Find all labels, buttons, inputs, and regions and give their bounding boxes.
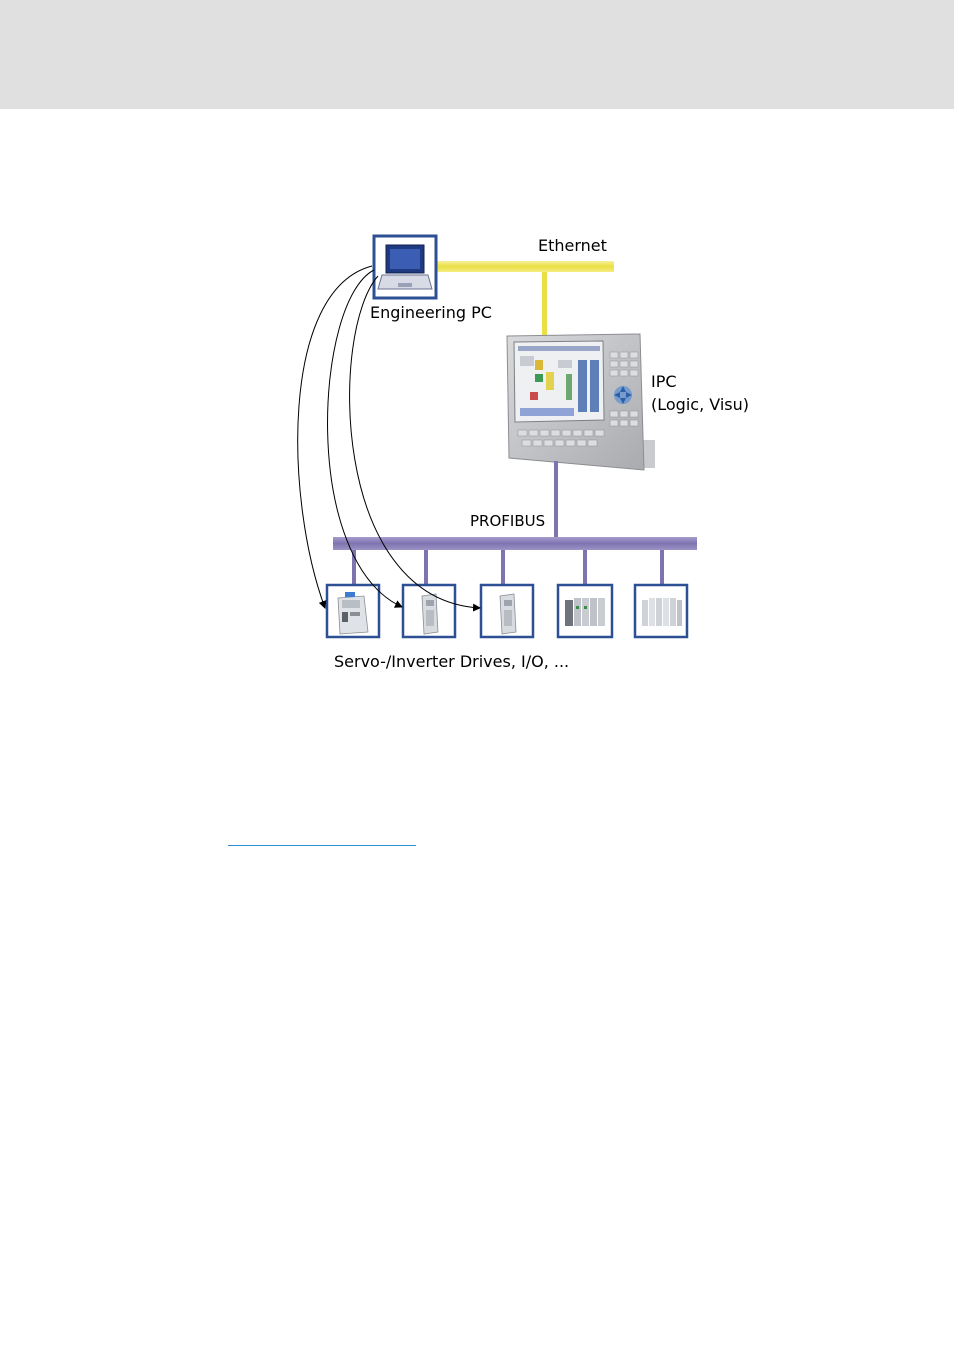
ipc-label-line1: IPC (651, 372, 677, 391)
engineering-pc-label: Engineering PC (370, 303, 492, 322)
io-module-icon (565, 598, 605, 626)
profibus-label: PROFIBUS (470, 512, 545, 530)
servo-drive-icon (338, 592, 368, 634)
device-io-module-1[interactable] (558, 585, 612, 637)
ethernet-label: Ethernet (538, 236, 607, 255)
devices-label: Servo-/Inverter Drives, I/O, ... (334, 652, 569, 671)
laptop-icon (378, 245, 432, 289)
hyperlink-underline[interactable] (228, 845, 416, 846)
device-inverter-drive-2[interactable] (481, 585, 533, 637)
ethernet-bus (436, 261, 614, 336)
io-module-icon (642, 598, 682, 626)
device-io-module-2[interactable] (635, 585, 687, 637)
inverter-drive-icon (422, 594, 438, 634)
ipc-label-line2: (Logic, Visu) (651, 395, 749, 414)
device-servo-drive[interactable] (327, 585, 379, 637)
industrial-panel-pc-icon (507, 334, 655, 470)
engineering-pc-frame[interactable] (374, 236, 436, 298)
ipc-device[interactable] (507, 334, 655, 470)
inverter-drive-icon (500, 594, 516, 634)
ipc-navigation-pad (614, 386, 632, 404)
